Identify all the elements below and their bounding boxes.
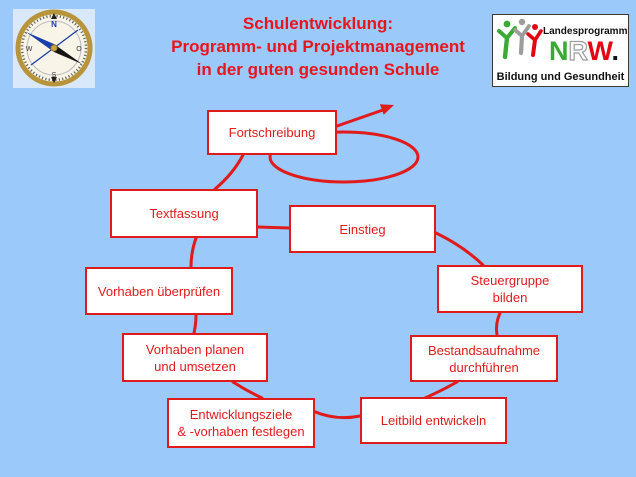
compass-needle-black bbox=[54, 44, 82, 64]
node-vorhaben-planen-umsetzen: Vorhaben planen und umsetzen bbox=[122, 333, 268, 382]
connector-fortschreibung-textfassung bbox=[213, 153, 245, 191]
logo-brand-text: NRW. bbox=[541, 35, 627, 66]
connector-einstieg-steuergruppe bbox=[434, 231, 485, 267]
node-leitbild-entwickeln: Leitbild entwickeln bbox=[360, 397, 507, 444]
compass-s-label: S bbox=[52, 72, 57, 79]
title-line-2: Programm- und Projektmanagement bbox=[171, 37, 465, 56]
logo-brand-w: W bbox=[587, 36, 612, 66]
logo-brand-dot: . bbox=[611, 36, 620, 66]
loop-arrowhead-icon bbox=[379, 104, 394, 115]
logo-subtitle: Bildung und Gesundheit bbox=[496, 71, 625, 83]
node-entwicklungsziele-festlegen: Entwicklungsziele & -vorhaben festlegen bbox=[167, 398, 315, 448]
connector-bestandsaufnahme-leitbild bbox=[423, 380, 459, 400]
nrw-logo: Landesprogramm NRW. Bildung und Gesundhe… bbox=[492, 14, 629, 87]
title-line-3: in der guten gesunden Schule bbox=[196, 60, 440, 79]
node-steuergruppe-bilden: Steuergruppe bilden bbox=[437, 265, 583, 313]
node-fortschreibung: Fortschreibung bbox=[207, 110, 337, 155]
title-line-1: Schulentwicklung: bbox=[242, 14, 394, 33]
node-bestandsaufnahme-durchfuehren: Bestandsaufnahme durchführen bbox=[410, 335, 558, 382]
compass-needle-blue bbox=[26, 32, 54, 52]
connector-textfassung-einstieg bbox=[256, 225, 291, 230]
connector-entwicklungsziele-planen bbox=[231, 380, 264, 400]
connector-steuergruppe-bestandsaufnahme bbox=[494, 311, 502, 337]
compass-n-label: N bbox=[51, 20, 57, 29]
slide-title: Schulentwicklung: Programm- und Projektm… bbox=[0, 12, 636, 81]
node-einstieg: Einstieg bbox=[289, 205, 436, 253]
connector-planen-ueberpruefen bbox=[192, 313, 198, 335]
logo-people-icon bbox=[497, 18, 543, 60]
logo-brand-n: N bbox=[548, 36, 569, 66]
logo-brand-r: R bbox=[568, 35, 588, 66]
logo-program-text: Landesprogramm bbox=[543, 26, 628, 37]
compass-o-label: O bbox=[76, 46, 82, 53]
connector-leitbild-entwicklungsziele bbox=[311, 409, 362, 420]
node-textfassung: Textfassung bbox=[110, 189, 258, 238]
loop-arrow-shaft bbox=[335, 108, 385, 128]
compass-icon: N O S W bbox=[15, 9, 93, 87]
node-vorhaben-ueberpruefen: Vorhaben überprüfen bbox=[85, 267, 233, 315]
compass-image: N O S W bbox=[13, 9, 95, 88]
connector-textfassung-ueberpruefen bbox=[189, 236, 198, 269]
compass-w-label: W bbox=[26, 46, 33, 53]
